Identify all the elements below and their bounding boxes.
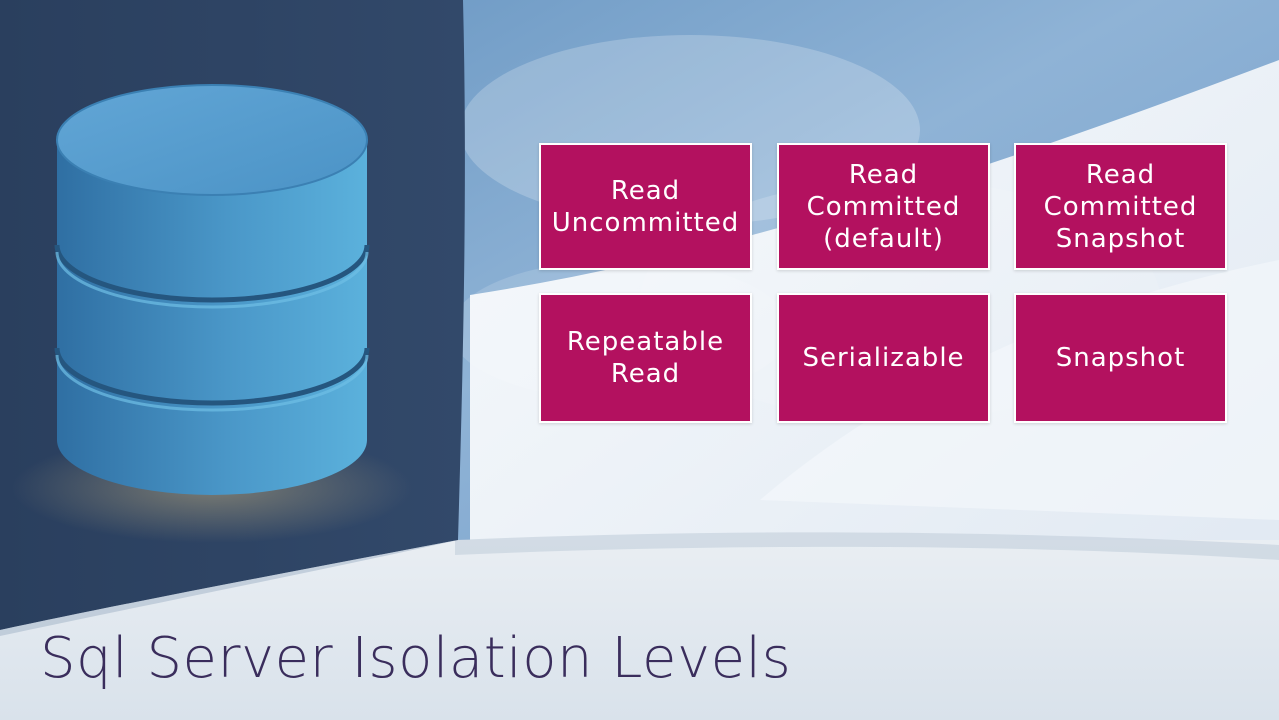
tile-read-committed-snapshot[interactable]: Read Committed Snapshot xyxy=(1014,143,1227,270)
slide-title: Sql Server Isolation Levels xyxy=(40,626,792,691)
isolation-level-grid: Read Uncommitted Read Committed (default… xyxy=(539,143,1230,426)
tile-repeatable-read[interactable]: Repeatable Read xyxy=(539,293,752,423)
database-cylinder-icon xyxy=(54,84,370,495)
tile-read-committed[interactable]: Read Committed (default) xyxy=(777,143,990,270)
tile-snapshot[interactable]: Snapshot xyxy=(1014,293,1227,423)
tile-serializable[interactable]: Serializable xyxy=(777,293,990,423)
tile-read-uncommitted[interactable]: Read Uncommitted xyxy=(539,143,752,270)
